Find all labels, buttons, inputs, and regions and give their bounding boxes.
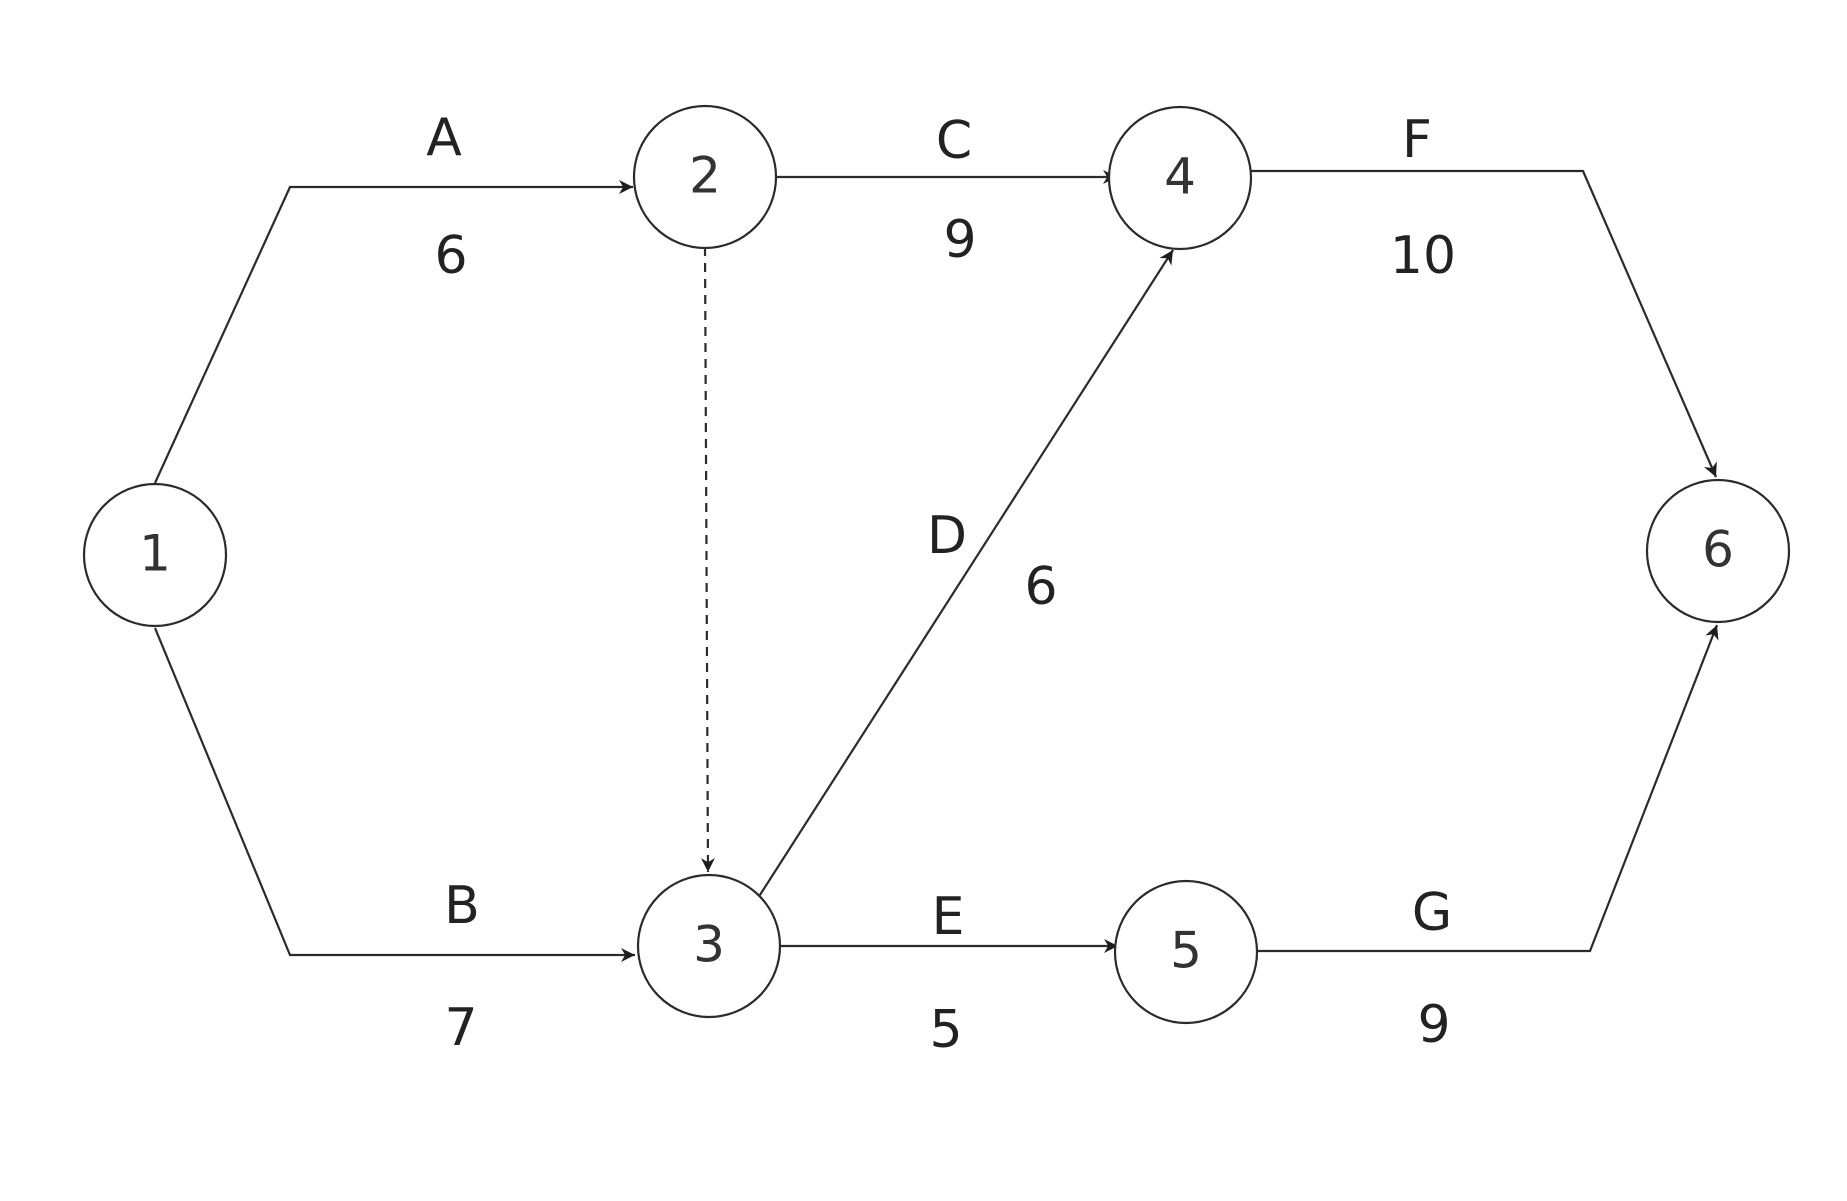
nodes: 1 2 3 4 5 6 [82,104,1791,1025]
node-3-label: 3 [693,916,725,974]
activity-d-name: D [927,506,967,566]
activity-f-name: F [1402,110,1432,170]
edge-g [1256,624,1719,953]
node-3: 3 [636,873,782,1019]
node-5-label: 5 [1170,922,1202,980]
activity-e-duration: 5 [929,1000,962,1060]
activity-b-duration: 7 [444,998,477,1058]
activity-g-duration: 9 [1417,995,1450,1055]
edge-a [153,180,633,484]
node-6: 6 [1645,478,1791,624]
activity-a-duration: 6 [434,226,467,286]
node-5: 5 [1113,879,1259,1025]
node-2-label: 2 [689,147,721,205]
edge-d [757,249,1174,899]
activity-e-name: E [932,887,965,947]
activity-f-duration: 10 [1390,226,1456,286]
activity-b-name: B [444,876,480,936]
activity-d-duration: 6 [1024,557,1057,617]
node-6-label: 6 [1702,521,1734,579]
node-2: 2 [632,104,778,250]
activity-labels: A 6 B 7 C 9 D 6 E 5 F 10 G 9 [426,108,1456,1060]
node-4-label: 4 [1164,148,1196,206]
node-1: 1 [82,482,228,628]
edges [153,169,1719,962]
dummy-edge-2-3 [700,246,715,873]
edge-f [1251,169,1718,478]
activity-c-duration: 9 [943,210,976,270]
edge-b [153,627,635,962]
node-4: 4 [1107,105,1253,251]
activity-c-name: C [936,111,972,171]
node-1-label: 1 [139,525,171,583]
activity-a-name: A [426,108,462,168]
activity-g-name: G [1412,883,1452,943]
